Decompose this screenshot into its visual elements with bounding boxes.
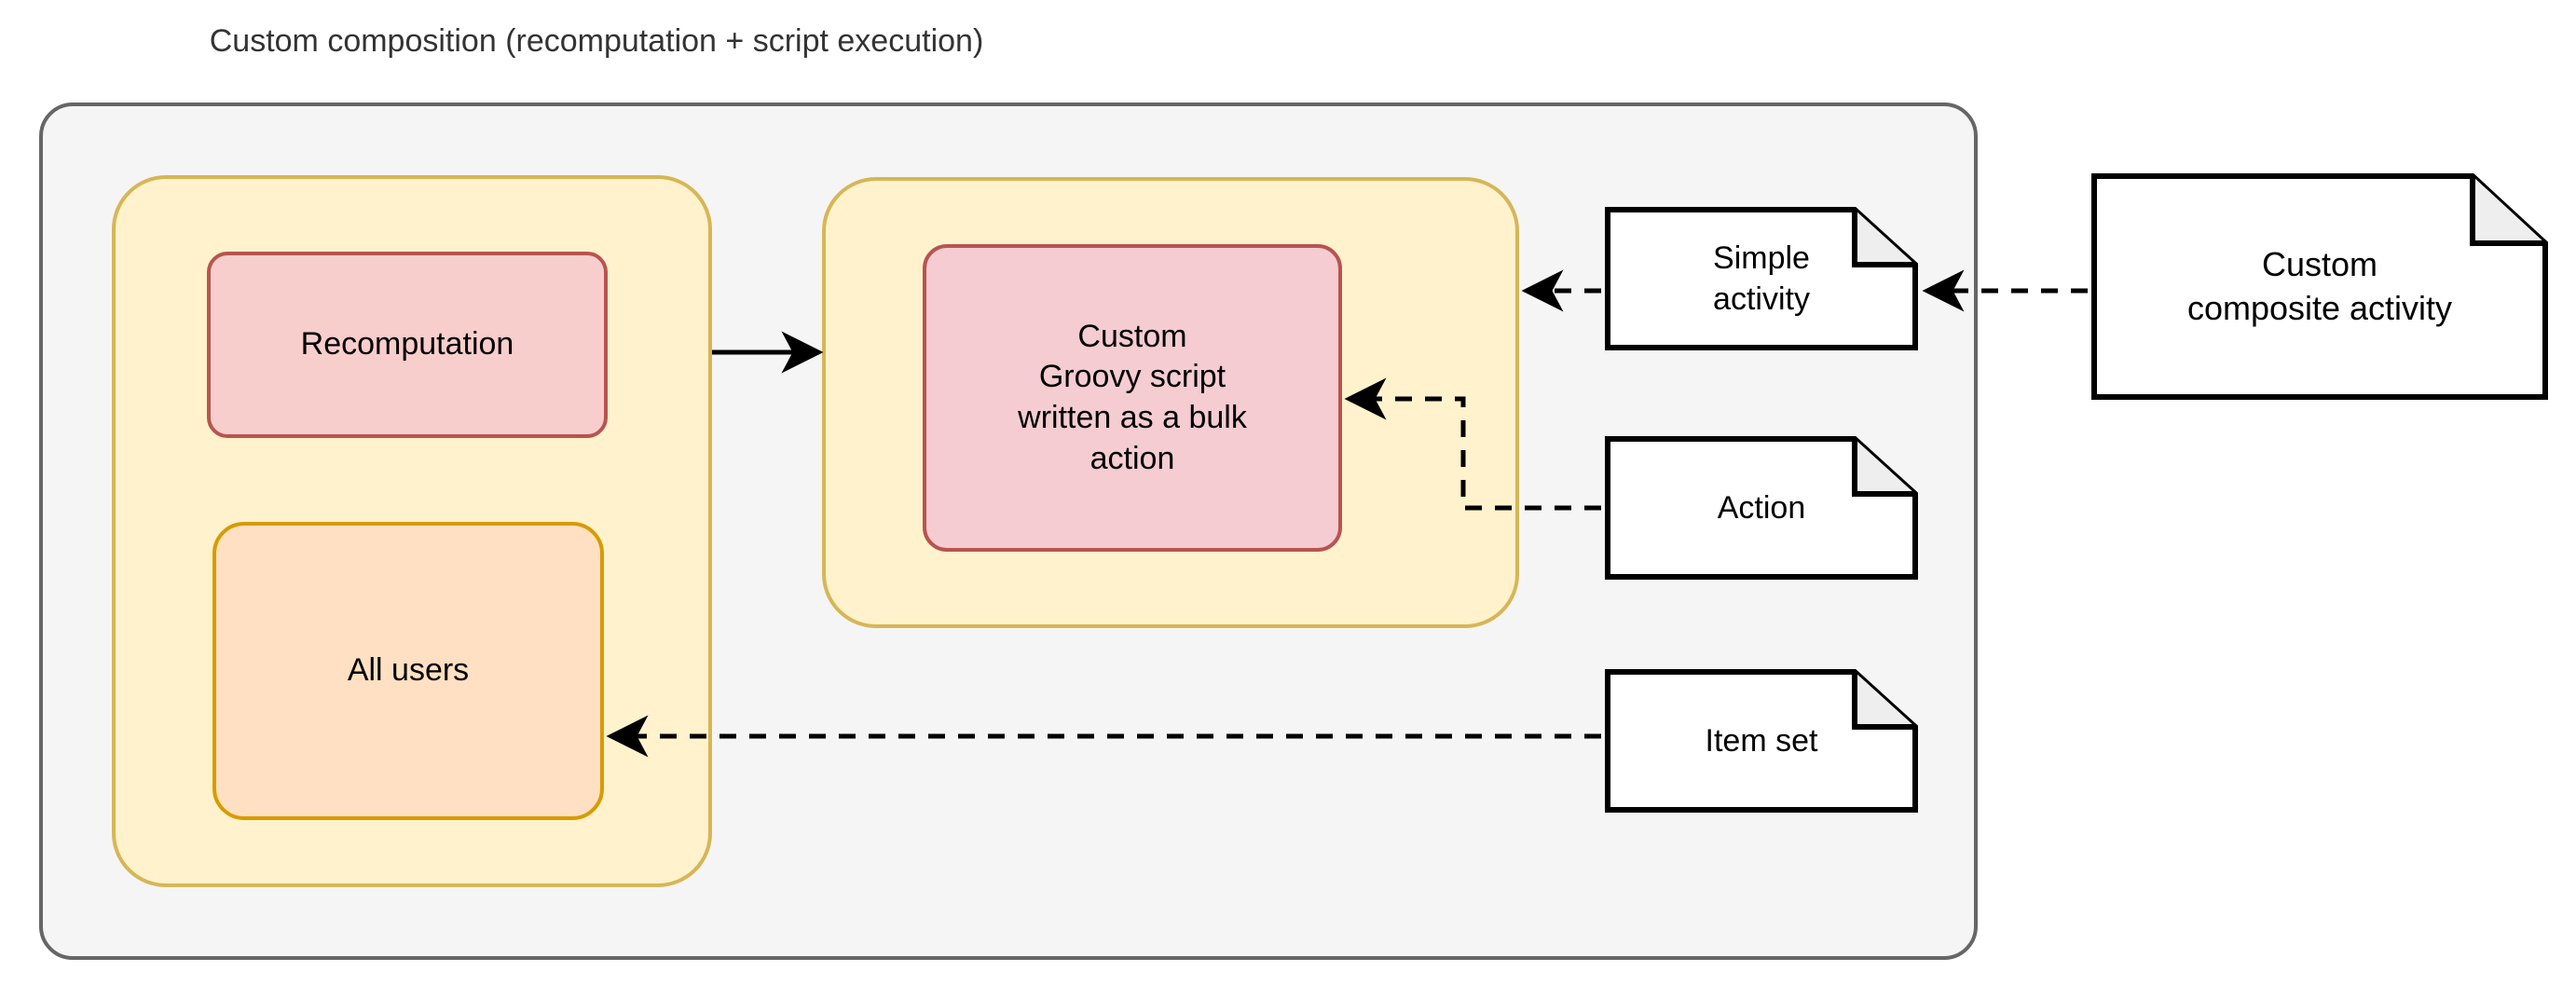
node-groovy-script[interactable]: Custom Groovy script written as a bulk a…: [923, 244, 1342, 552]
diagram-title: Custom composition (recomputation + scri…: [209, 23, 984, 60]
node-recomputation[interactable]: Recomputation: [207, 252, 608, 438]
node-all-users[interactable]: All users: [212, 522, 604, 820]
note-shape-icon: [1605, 436, 1918, 580]
note-shape-icon: [1605, 207, 1918, 350]
note-action[interactable]: Action: [1605, 436, 1918, 580]
note-composite-activity[interactable]: Custom composite activity: [2091, 173, 2548, 400]
note-item-set[interactable]: Item set: [1605, 669, 1918, 813]
note-shape-icon: [2091, 173, 2548, 400]
note-shape-icon: [1605, 669, 1918, 813]
note-simple-activity[interactable]: Simple activity: [1605, 207, 1918, 350]
